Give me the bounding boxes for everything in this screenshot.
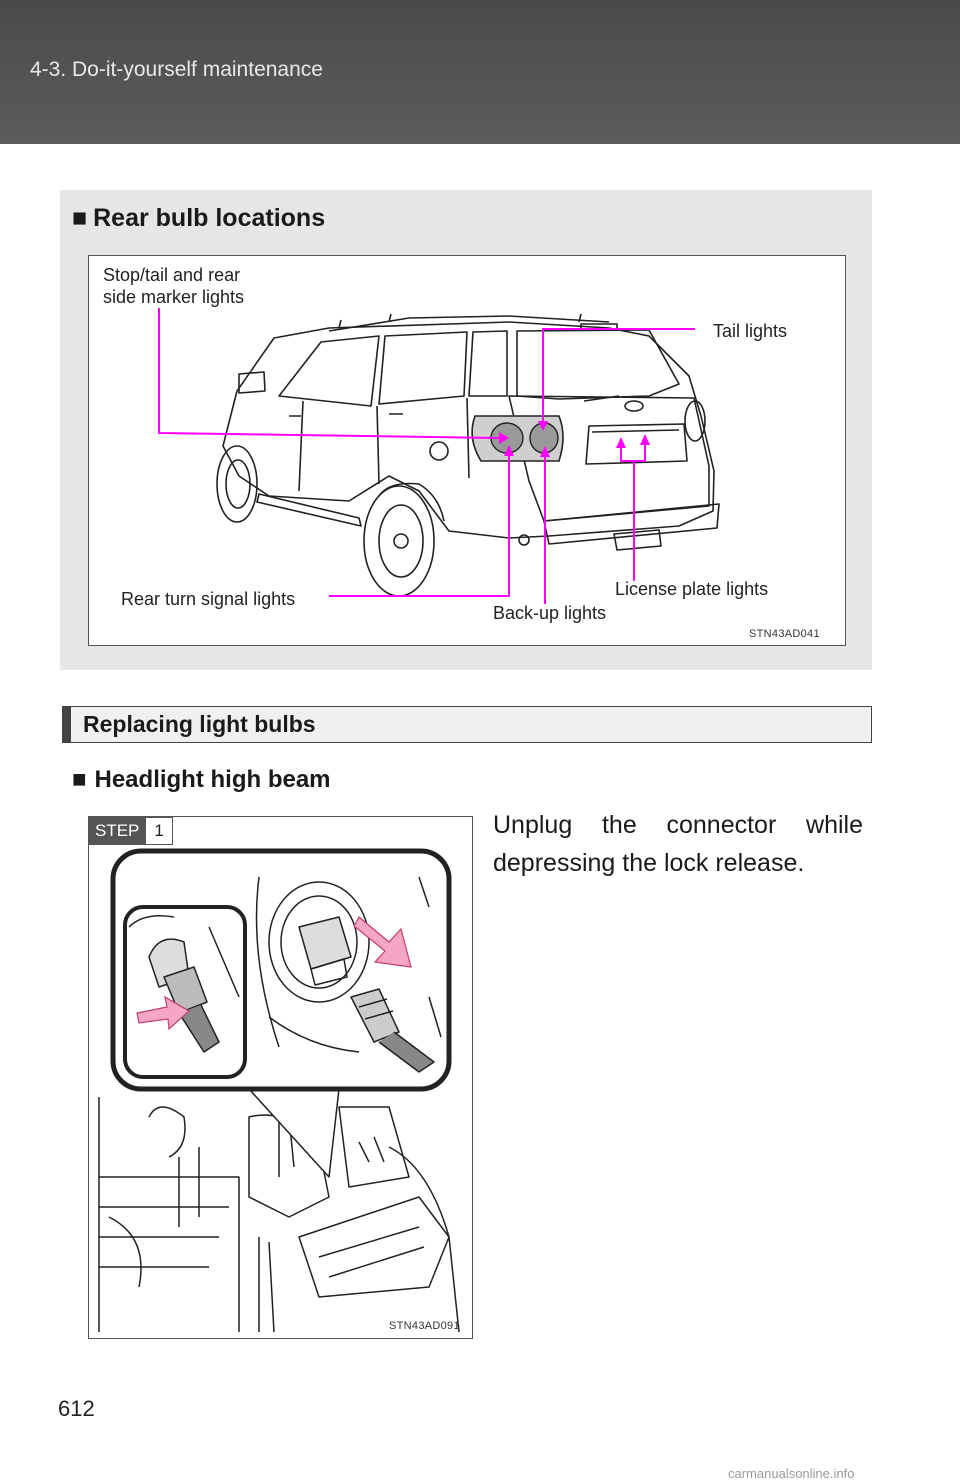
- callout-line-license: [620, 442, 646, 581]
- step-1-figure: STEP 1 STN43AD091: [88, 816, 473, 1339]
- rear-bumper: [543, 503, 720, 545]
- callout-license-plate: License plate lights: [615, 579, 769, 599]
- callout-line-stop-tail: [158, 308, 500, 439]
- callout-lines: [158, 308, 695, 604]
- front-wheel: [216, 445, 258, 523]
- replacing-bulbs-title: Replacing light bulbs: [83, 711, 316, 737]
- rear-bulb-heading: ■Rear bulb locations: [72, 204, 325, 233]
- pull-arrow: [353, 916, 412, 968]
- push-arrow: [136, 995, 191, 1031]
- watermark-link[interactable]: carmanualsonline.info: [728, 1466, 855, 1481]
- callout-back-up: Back-up lights: [493, 603, 607, 623]
- heading-square-icon: ■: [72, 204, 88, 232]
- emblem: [624, 400, 644, 412]
- hitch: [613, 529, 662, 551]
- callout-line-tail: [542, 328, 695, 421]
- roof-rail: [328, 315, 610, 332]
- quarter-window: [468, 330, 508, 397]
- side-mirror: [238, 371, 266, 394]
- callout-tail: Tail lights: [713, 321, 788, 341]
- figure-code: STN43AD041: [749, 628, 820, 640]
- callout-arrowheads: [499, 421, 650, 457]
- headlight-high-beam-title: Headlight high beam: [94, 766, 331, 793]
- page-number: 612: [58, 1396, 95, 1421]
- section-breadcrumb: 4-3. Do-it-yourself maintenance: [30, 58, 323, 81]
- step-badge: STEP 1: [89, 817, 173, 845]
- header-band: [0, 0, 960, 144]
- subheading-square-icon: ■: [72, 766, 87, 793]
- front-side-window: [278, 335, 380, 407]
- headlight-high-beam-heading: ■ Headlight high beam: [72, 766, 331, 794]
- step-1-instruction: Unplug the connector while depressing th…: [493, 811, 863, 877]
- step-figure-code: STN43AD091: [389, 1320, 460, 1332]
- rear-bulb-title: Rear bulb locations: [93, 204, 326, 232]
- rear-window: [516, 329, 680, 400]
- license-plate-recess: [585, 423, 688, 465]
- rear-side-window: [378, 331, 468, 405]
- suv-rear-illustration: [158, 308, 720, 604]
- callout-line-rear-turn: [329, 454, 510, 597]
- callout-rear-turn: Rear turn signal lights: [121, 589, 296, 609]
- replacing-bulbs-heading: Replacing light bulbs: [62, 706, 872, 743]
- rear-vehicle-figure: Stop/tail and rear side marker lights Ta…: [88, 255, 846, 646]
- callout-stop-tail: Stop/tail and rear side marker lights: [103, 265, 245, 307]
- body-outline: [222, 321, 715, 539]
- far-taillight: [684, 400, 706, 442]
- step-number: 1: [145, 817, 173, 845]
- headlight-connector-illustration: [98, 848, 460, 1333]
- step-label: STEP: [89, 817, 146, 845]
- fuel-cap: [429, 441, 449, 461]
- rear-hatch: [508, 395, 710, 522]
- running-board: [256, 493, 362, 527]
